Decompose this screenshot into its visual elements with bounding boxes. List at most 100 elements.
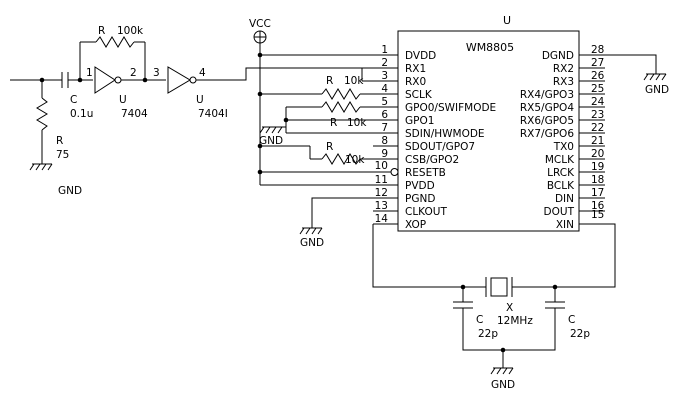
rx0-wire [196,67,373,81]
inverter-2-pin-out: 4 [199,67,206,79]
inverter-1-part: 7404 [121,108,148,120]
dgnd-ground-symbol [643,73,667,81]
left-load-capacitor [453,301,473,309]
pin-number: 28 [591,44,604,56]
right-load-capacitor [545,301,565,309]
vcc-junction-dot [257,91,263,97]
pin-number: 4 [381,83,388,95]
term-ground-symbol [29,163,53,171]
pin-name: XIN [556,219,574,231]
pin-name: PGND [405,193,435,205]
pin-number: 3 [381,70,388,82]
ic-left-pin-names: DVDD RX1 RX0 SCLK GPO0/SWIFMODE GPO1 SDI… [405,50,496,231]
pin-name: CSB/GPO2 [405,154,459,166]
ic-left-pin-numbers: 1 2 3 4 5 6 7 8 9 10 11 12 13 14 [375,44,389,225]
pin-name: RX0 [405,76,426,88]
gpo-ground-strap [285,107,373,134]
pin-number: 27 [591,57,604,69]
dgnd-wire [605,54,657,74]
pin-number: 21 [591,135,604,147]
pin-name: RX3 [553,76,574,88]
pullup-1-value: 10k [344,75,364,87]
pullup-1-designator: R [326,75,333,87]
xin-wire [512,223,616,288]
crystal-ground-label: GND [491,379,515,391]
pin-name: LRCK [547,167,575,179]
pin-number: 18 [591,174,604,186]
pullup-3-designator: R [326,141,333,153]
inverter-2-bubble [189,76,197,84]
right-cap-junction [552,284,558,290]
pin-number: 25 [591,83,604,95]
pin-number: 6 [381,109,388,121]
vcc-junction-dot [257,52,263,58]
inverter-1-designator: U [119,94,127,106]
pin-number: 10 [375,160,388,172]
inverter-2-buffer [167,66,191,94]
pin-name: TX0 [553,141,574,153]
gpo-ground-label: GND [259,135,283,147]
pullup-resistor-3 [309,146,373,165]
feedback-resistor-value: 100k [117,25,144,37]
pin-number: 8 [381,135,388,147]
pin-name: GPO0/SWIFMODE [405,102,496,114]
pin-name: BCLK [547,180,575,192]
pin-name: SDOUT/GPO7 [405,141,475,153]
vcc-label: VCC [249,18,271,30]
pin-name: SDIN/HWMODE [405,128,485,140]
right-cap-designator: C [568,314,575,326]
ic-right-pin-stubs [579,54,605,225]
pin-number: 5 [381,96,388,108]
ic-right-pin-names: DGND RX2 RX3 RX4/GPO3 RX5/GPO4 RX6/GPO5 … [520,50,575,231]
pullup-2-value: 10k [347,117,367,129]
resetb-inversion-bubble [390,168,399,176]
pullup-resistor-2 [286,101,373,113]
input-cap-value: 0.1u [70,108,93,120]
pin-number: 7 [381,122,388,134]
left-cap-value: 22p [478,328,498,340]
pin-name: RX6/GPO5 [520,115,574,127]
left-cap-designator: C [476,314,483,326]
inverter-1-pin-out: 2 [130,67,137,79]
inverter-1-bubble [114,76,122,84]
pin-number: 12 [375,187,388,199]
input-capacitor [61,72,69,88]
feedback-junction-left [77,77,83,83]
pin-name: MCLK [545,154,575,166]
right-cap-value: 22p [570,328,590,340]
pin-name: PVDD [405,180,435,192]
pin-number: 16 [591,200,605,212]
ic-left-pin-stubs [373,54,398,225]
inverter-2-part: 7404I [198,108,228,120]
pullup-resistor-1 [310,88,373,100]
feedback-resistor [79,36,146,80]
pin-name: DGND [542,50,574,62]
vcc-junction-dot [257,169,263,175]
pin-number: 13 [375,200,388,212]
pin-number: 17 [591,187,604,199]
ic-part-name: WM8805 [466,41,514,54]
inverter-2-designator: U [196,94,204,106]
ic-right-pin-numbers: 28 27 26 25 24 23 22 21 20 19 18 17 16 1… [591,44,605,221]
left-cap-junction [460,284,466,290]
pullup-2-designator: R [330,117,337,129]
dgnd-ground-label: GND [645,84,669,96]
crystal-designator: X [506,302,513,314]
term-resistor [36,80,48,164]
gpo-junction-dot [283,117,289,123]
pin-number: 22 [591,122,604,134]
ic-body [397,30,580,232]
pin-name: RX1 [405,63,426,75]
term-resistor-value: 75 [56,149,69,161]
pin-number: 11 [375,174,388,186]
pin-name: RX7/GPO6 [520,128,574,140]
input-cap-designator: C [70,94,77,106]
crystal-value: 12MHz [497,315,533,327]
pin-number: 26 [591,70,605,82]
pgnd-wire [311,197,373,228]
crystal [485,277,513,297]
pin-number: 20 [591,148,604,160]
crystal-ground-symbol [490,367,514,375]
pin-number: 15 [591,209,604,221]
pin-name: DOUT [544,206,575,218]
